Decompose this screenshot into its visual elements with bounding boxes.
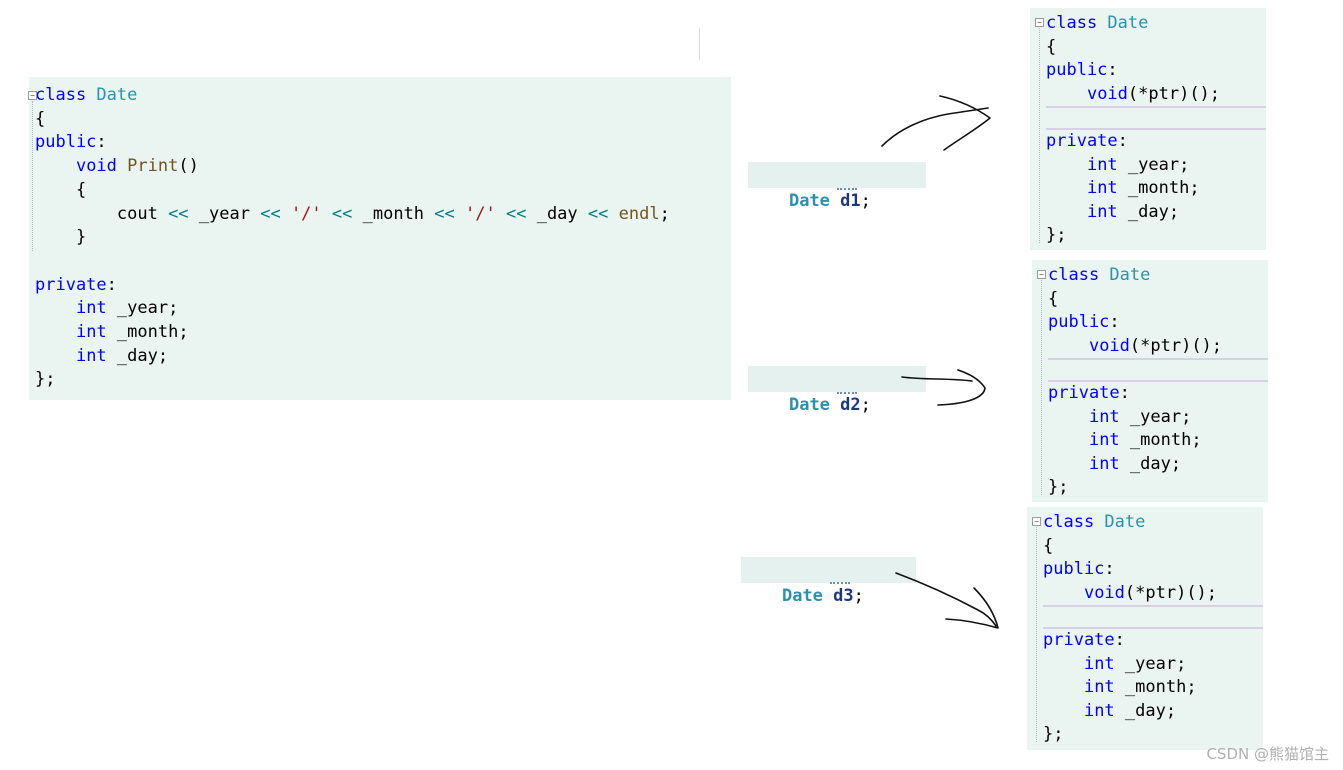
code-line: int _year; xyxy=(1086,154,1190,175)
declaration-variable: d3 xyxy=(833,586,854,606)
arrow-to-d2-object xyxy=(901,376,973,382)
collapse-icon[interactable]: − xyxy=(28,91,37,100)
code-line: public: xyxy=(1048,312,1120,333)
code-line: }; xyxy=(35,369,56,390)
code-line: }; xyxy=(1046,225,1067,246)
collapse-icon[interactable]: − xyxy=(1037,270,1046,279)
code-line: int _year; xyxy=(1088,406,1192,427)
code-line: int _month; xyxy=(1086,178,1200,199)
object-d3-class-panel: class Date { public: void(*ptr)(); private:… xyxy=(1027,507,1263,750)
code-line: { xyxy=(35,108,46,129)
code-line: private: xyxy=(1048,383,1130,403)
code-line: int _day; xyxy=(75,345,169,366)
code-line: int _day; xyxy=(1086,201,1180,222)
watermark: CSDN @熊猫馆主 xyxy=(1206,745,1329,763)
fold-guide xyxy=(1041,280,1042,495)
code-line: void Print() xyxy=(75,156,199,177)
code-line: { xyxy=(1048,288,1059,309)
code-line: void(*ptr)(); xyxy=(1088,335,1223,356)
fold-guide xyxy=(1036,527,1037,742)
code-line: private: xyxy=(1046,131,1128,151)
code-line: int _year; xyxy=(75,298,179,319)
member-separator xyxy=(1046,106,1266,108)
arrow-to-d1-object xyxy=(881,107,989,147)
member-separator xyxy=(1048,380,1268,382)
declaration-d3: Date d3; xyxy=(741,557,916,606)
code-line: cout << _year << '/' << _month << '/' <<… xyxy=(35,203,670,224)
code-line: class Date xyxy=(1048,265,1151,285)
code-line: { xyxy=(1046,36,1057,57)
code-line: int _day; xyxy=(1083,700,1177,721)
code-line: public: xyxy=(1046,60,1118,81)
code-line: private: xyxy=(1043,630,1125,650)
divider-mark xyxy=(699,28,700,60)
code-line: void(*ptr)(); xyxy=(1086,83,1221,104)
declaration-d2: Date d2; xyxy=(748,366,926,415)
arrow-to-d3-object xyxy=(895,572,997,627)
code-line: class Date xyxy=(1046,13,1149,33)
variable-underline xyxy=(830,579,850,584)
declaration-semicolon: ; xyxy=(853,586,864,606)
arrowhead-d2 xyxy=(937,369,986,406)
code-line: int _year; xyxy=(1083,653,1187,674)
code-line: class Date xyxy=(1043,512,1146,532)
fold-guide xyxy=(32,101,33,251)
code-line: public: xyxy=(35,132,107,153)
declaration-variable: d2 xyxy=(840,395,861,415)
code-line: void(*ptr)(); xyxy=(1083,582,1218,603)
object-d2-class-panel: class Date { public: void(*ptr)(); private:… xyxy=(1032,260,1268,502)
code-line: }; xyxy=(1048,477,1069,498)
code-line: int _day; xyxy=(1088,453,1182,474)
main-class-code-panel: class Date { public: void Print() { cout <… xyxy=(28,77,731,400)
declaration-semicolon: ; xyxy=(860,191,871,211)
declaration-semicolon: ; xyxy=(860,395,871,415)
code-line: }; xyxy=(1043,724,1064,745)
code-line: int _month; xyxy=(1088,430,1202,451)
collapse-icon[interactable]: − xyxy=(1035,18,1044,27)
arrowhead-d1 xyxy=(939,95,991,151)
code-line: int _month; xyxy=(1083,677,1197,698)
member-separator xyxy=(1048,358,1268,360)
collapse-icon[interactable]: − xyxy=(1032,517,1041,526)
declaration-type: Date xyxy=(788,395,830,415)
variable-underline xyxy=(837,185,857,190)
declaration-d1: Date d1; xyxy=(748,162,926,211)
variable-underline xyxy=(837,389,857,394)
code-line: { xyxy=(1043,535,1054,556)
fold-guide xyxy=(1039,28,1040,243)
code-line: } xyxy=(35,227,87,248)
code-line: { xyxy=(35,179,87,200)
member-separator xyxy=(1046,128,1266,130)
declaration-variable: d1 xyxy=(840,191,861,211)
member-separator xyxy=(1043,605,1263,607)
code-line: int _month; xyxy=(75,322,189,342)
declaration-type: Date xyxy=(788,191,830,211)
member-separator xyxy=(1043,627,1263,629)
code-line: private: xyxy=(35,274,117,295)
code-line: public: xyxy=(1043,559,1115,580)
object-d1-class-panel: class Date { public: void(*ptr)(); private:… xyxy=(1030,8,1266,250)
code-line: class Date xyxy=(35,85,138,105)
declaration-type: Date xyxy=(781,586,823,606)
arrowhead-d3 xyxy=(945,587,999,629)
